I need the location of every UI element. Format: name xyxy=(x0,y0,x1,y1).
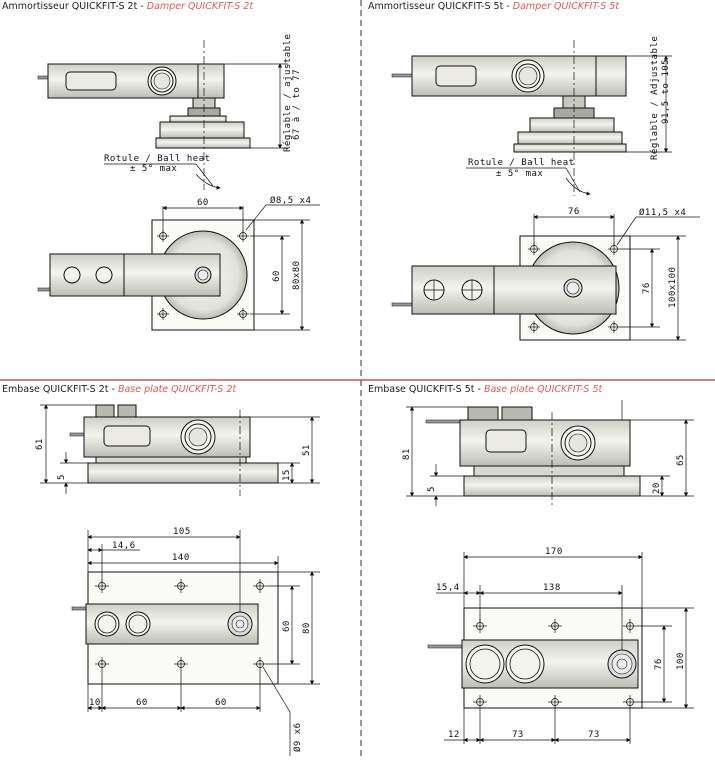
q1-side-view: Réglable / ajustable 67 à / to 77 Rotule… xyxy=(37,34,302,190)
q2-dim-hole: Ø11,5 x4 xyxy=(639,207,686,218)
q2-dim-100x100: 100x100 xyxy=(668,267,678,308)
q3-dim-60a: 60 xyxy=(136,698,148,708)
caption-q2-sub: Damper QUICKFIT-S 5t xyxy=(512,1,620,12)
q1-dim-60: 60 xyxy=(197,198,209,208)
q2-dim-76: 76 xyxy=(568,207,580,217)
q4-side-view: 81 5 65 20 xyxy=(402,400,694,508)
caption-q3-sub: Base plate QUICKFIT-S 2t xyxy=(117,384,237,395)
q2-side-view: Réglable / Adjustable 91,5 to 105 Rotule… xyxy=(391,36,672,196)
q2-dim-76v: 76 xyxy=(642,282,652,294)
caption-q3-main: Embase QUICKFIT-S 2t xyxy=(2,384,109,395)
caption-q4-main: Embase QUICKFIT-S 5t xyxy=(368,384,475,395)
q3-dim-105: 105 xyxy=(173,527,191,537)
caption-q1-main: Ammortisseur QUICKFIT-S 2t xyxy=(2,1,138,12)
q3-dim-51: 51 xyxy=(302,444,312,456)
q3-top-view: 105 14,6 140 60 80 10 60 60 Ø9 x6 xyxy=(71,527,320,756)
q2-top-view: 76 Ø11,5 x4 76 100x100 xyxy=(391,207,700,341)
q4-dim-73a: 73 xyxy=(512,730,524,740)
q3-dim-140: 140 xyxy=(172,553,190,563)
q4-dim-76v: 76 xyxy=(654,658,664,670)
q4-dim-12: 12 xyxy=(448,730,460,740)
q1-top-view: 60 Ø8,5 x4 60 80x80 xyxy=(37,195,320,331)
q3-dim-14-6: 14,6 xyxy=(112,541,136,551)
q2-adjust-line1: Réglable / Adjustable xyxy=(649,36,660,160)
q3-dim-60v: 60 xyxy=(282,620,292,632)
q2-adjust-line2: 91,5 to 105 xyxy=(661,59,671,124)
q3-dim-61: 61 xyxy=(35,438,45,450)
q4-top-view: 170 15,4 138 76 100 12 73 73 xyxy=(427,547,694,744)
q3-dim-hole: Ø9 x6 xyxy=(292,722,303,752)
caption-q3: Embase QUICKFIT-S 2t - Base plate QUICKF… xyxy=(2,384,237,395)
caption-q1: Ammortisseur QUICKFIT-S 2t - Damper QUIC… xyxy=(2,1,254,12)
q4-dim-100v: 100 xyxy=(676,652,686,670)
q4-dim-20: 20 xyxy=(652,482,662,494)
caption-q1-sub: Damper QUICKFIT-S 2t xyxy=(146,1,254,12)
q4-dim-170: 170 xyxy=(545,547,563,557)
q2-ball-line2: ± 5° max xyxy=(496,169,543,179)
caption-q2: Ammortisseur QUICKFIT-S 5t - Damper QUIC… xyxy=(368,1,620,12)
q3-dim-80v: 80 xyxy=(302,622,312,634)
caption-q4-sub: Base plate QUICKFIT-S 5t xyxy=(483,384,603,395)
q4-dim-65: 65 xyxy=(676,454,686,466)
q3-dim-10: 10 xyxy=(89,698,101,708)
q1-adjust-line1: Réglable / ajustable xyxy=(282,34,293,152)
q2-ball-line1: Rotule / Ball heat xyxy=(468,158,575,168)
q4-dim-5: 5 xyxy=(427,486,437,492)
caption-q2-main: Ammortisseur QUICKFIT-S 5t xyxy=(368,1,504,12)
q1-dim-hole: Ø8,5 x4 xyxy=(270,195,311,206)
q3-side-view: 61 5 51 15 xyxy=(35,404,320,496)
caption-q4: Embase QUICKFIT-S 5t - Base plate QUICKF… xyxy=(368,384,603,395)
q4-dim-138: 138 xyxy=(543,583,561,593)
q3-dim-5: 5 xyxy=(57,474,67,480)
q1-ball-line1: Rotule / Ball heat xyxy=(104,154,211,164)
q3-dim-15: 15 xyxy=(282,469,292,481)
q4-dim-81: 81 xyxy=(402,448,412,460)
q1-dim-60v: 60 xyxy=(272,270,282,282)
q3-dim-60b: 60 xyxy=(215,698,227,708)
q1-ball-line2: ± 5° max xyxy=(130,164,177,174)
q4-dim-15-4: 15,4 xyxy=(436,583,460,593)
q1-adjust-line2: 67 à / to 77 xyxy=(292,69,302,140)
q4-dim-73b: 73 xyxy=(588,730,600,740)
q1-dim-80x80: 80x80 xyxy=(292,260,302,290)
